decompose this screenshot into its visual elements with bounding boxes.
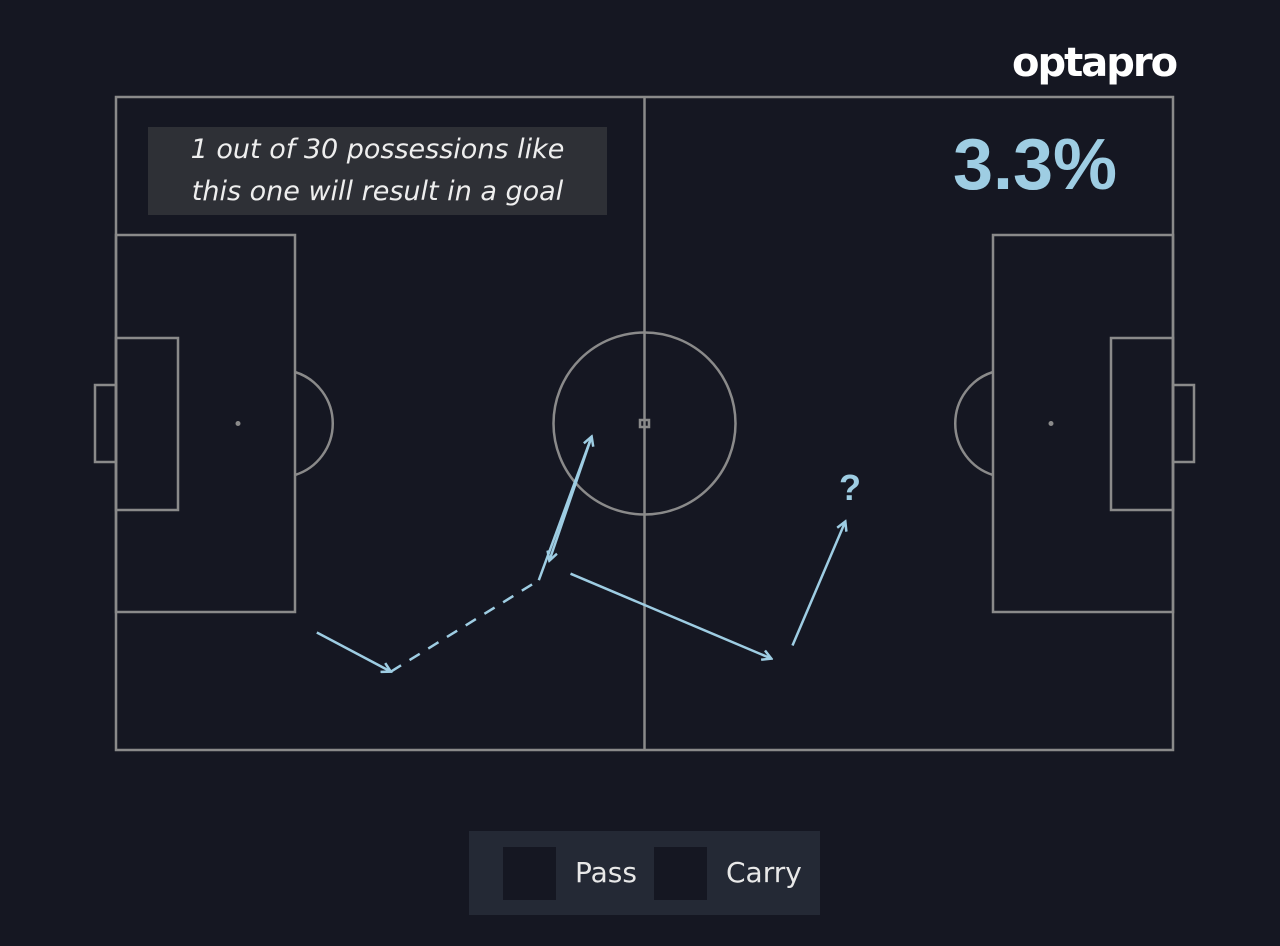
centre-spot [638, 418, 651, 429]
right-six-yard-box [1109, 336, 1175, 512]
outcome-question-mark: ? [839, 467, 861, 508]
caption-line-1: 1 out of 30 possessions like [190, 134, 565, 165]
caption-box: 1 out of 30 possessions like this one wi… [148, 127, 607, 215]
left-penalty-spot [235, 421, 241, 426]
legend-pass-label: Pass [575, 856, 637, 889]
left-penalty-area [114, 233, 297, 614]
left-goal [93, 383, 118, 464]
legend-pass-swatch [503, 847, 556, 900]
optapro-logo: optapro [1012, 40, 1178, 86]
right-penalty-spot [1048, 421, 1054, 426]
possession-events [316, 436, 846, 673]
left-six-yard-box [114, 336, 180, 512]
goal-probability: 3.3% [952, 125, 1118, 205]
pass-arrow-5 [570, 572, 772, 659]
right-goal [1171, 383, 1196, 464]
pitch-markings [93, 95, 1196, 752]
pass-arrow-6 [791, 521, 845, 647]
left-penalty-arc [294, 370, 334, 477]
pass-arrow-4 [549, 436, 593, 561]
right-penalty-area [991, 233, 1175, 614]
caption-line-2: this one will result in a goal [191, 176, 564, 207]
legend: Pass Carry [469, 831, 820, 915]
carry-arrow-2 [390, 579, 540, 673]
legend-carry-label: Carry [726, 856, 802, 889]
legend-carry-swatch [654, 847, 707, 900]
right-penalty-arc [954, 370, 994, 477]
pass-arrow-1 [316, 631, 391, 671]
centre-circle [552, 331, 737, 516]
